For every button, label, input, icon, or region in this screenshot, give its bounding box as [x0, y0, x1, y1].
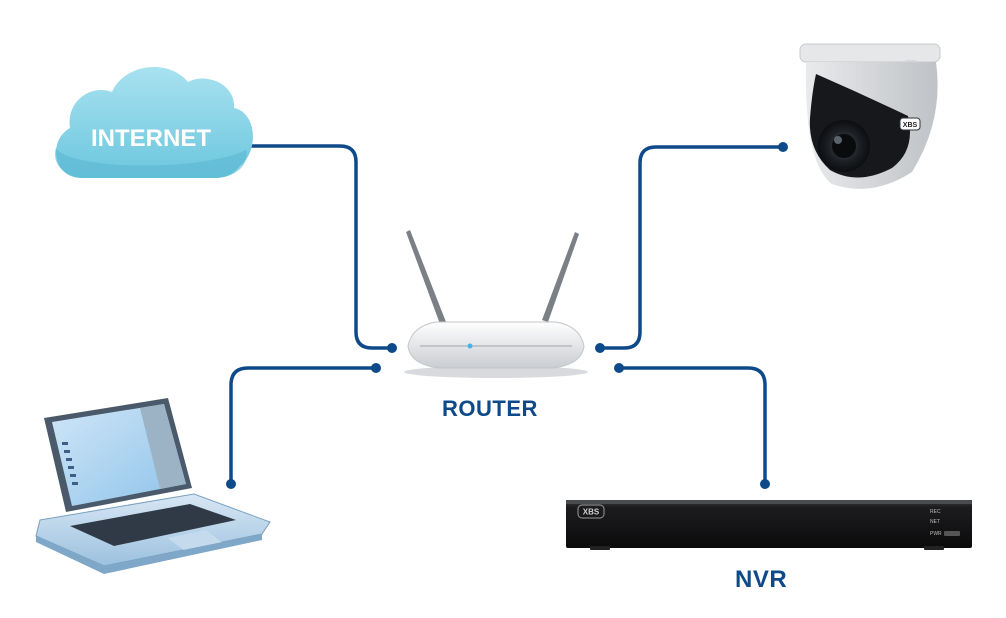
- cloud-icon: INTERNET: [55, 67, 253, 178]
- nvr-indicator-pwr: PWR: [930, 531, 942, 537]
- connection-endpoints: [226, 142, 788, 489]
- nvr-brand-logo: XBS: [577, 504, 605, 519]
- endpoint-dot: [760, 479, 770, 489]
- svg-text:XBS: XBS: [903, 122, 918, 129]
- line-nvr-router: [617, 366, 767, 486]
- nvr-recorder-icon: XBS REC NET PWR: [566, 500, 972, 550]
- brand-logo: XBS: [899, 117, 921, 131]
- nvr-indicator-net: NET: [930, 519, 940, 525]
- endpoint-dot: [387, 343, 397, 353]
- dome-camera-icon: XBS: [799, 43, 941, 189]
- line-internet-router: [248, 144, 394, 350]
- endpoint-dot: [614, 363, 624, 373]
- router-label: ROUTER: [442, 396, 538, 421]
- nvr-indicator-rec: REC: [930, 509, 941, 515]
- endpoint-dot: [226, 479, 236, 489]
- endpoint-dot: [778, 142, 788, 152]
- internet-label: INTERNET: [91, 125, 211, 152]
- usb-port-icon: [944, 531, 960, 536]
- laptop-icon: [35, 398, 271, 574]
- endpoint-dot: [371, 363, 381, 373]
- nvr-brand-text: XBS: [583, 508, 600, 517]
- endpoint-dot: [595, 343, 605, 353]
- line-laptop-router: [229, 366, 378, 486]
- wifi-router-icon: [404, 230, 588, 378]
- connection-lines: [229, 144, 785, 486]
- line-camera-router: [598, 145, 785, 350]
- nvr-label: NVR: [735, 566, 788, 593]
